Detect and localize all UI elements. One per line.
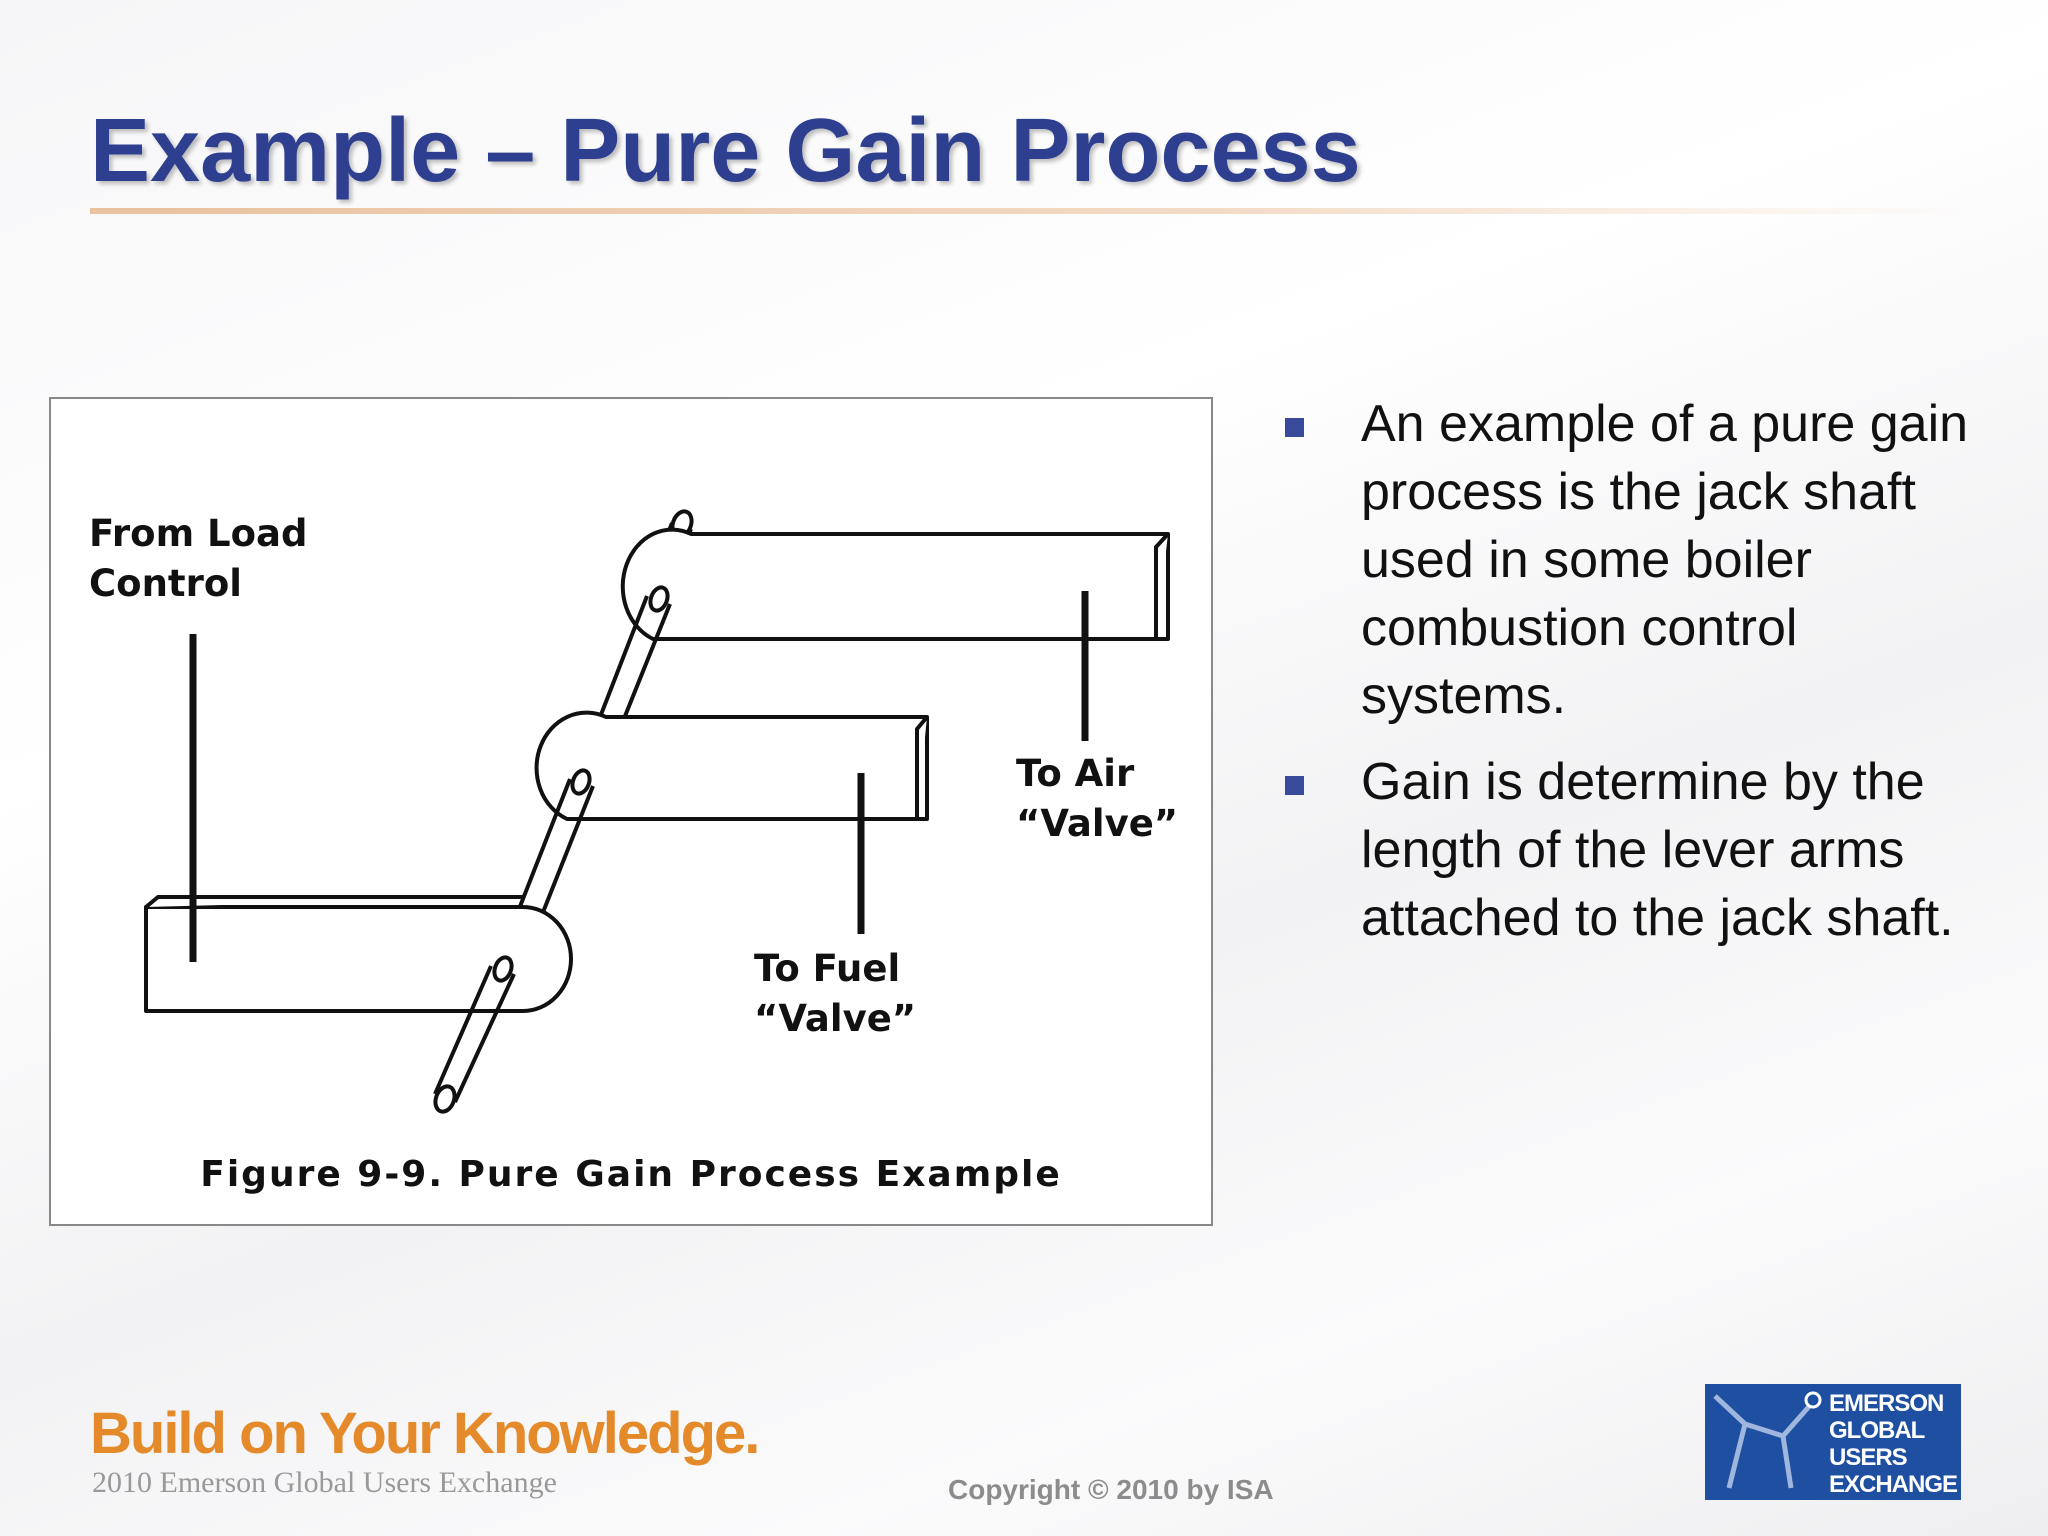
figure-panel: From Load Control To Air “Valve” To Fuel… [49, 397, 1213, 1226]
emerson-logo: EMERSON GLOBAL USERS EXCHANGE [1705, 1384, 1961, 1500]
bottom-lever-arm [144, 895, 573, 1013]
shaft-bottom-stub [433, 955, 516, 1114]
footer-tagline: Build on Your Knowledge. [90, 1401, 760, 1466]
logo-text: EMERSON GLOBAL USERS EXCHANGE [1829, 1390, 1958, 1498]
bullet-text: An example of a pure gain process is the… [1361, 395, 1969, 725]
square-bullet-icon [1285, 776, 1304, 795]
jack-shaft-diagram [144, 509, 1170, 1114]
top-lever-arm [620, 527, 1170, 641]
bullet-item: Gain is determine by the length of the l… [1285, 748, 1985, 952]
molecule-icon [1713, 1391, 1822, 1489]
slide-title: Example – Pure Gain Process [90, 101, 1361, 201]
bullet-list: An example of a pure gain process is the… [1285, 390, 1985, 970]
title-underline [90, 208, 1980, 214]
to-fuel-valve-label: To Fuel “Valve” [754, 947, 917, 1040]
bullet-item: An example of a pure gain process is the… [1285, 390, 1985, 730]
figure-caption: Figure 9-9. Pure Gain Process Example [200, 1154, 1062, 1195]
to-air-valve-label: To Air “Valve” [1016, 752, 1179, 845]
from-load-control-label: From Load Control [89, 512, 308, 605]
footer-subtitle: 2010 Emerson Global Users Exchange [92, 1466, 557, 1499]
copyright-notice: Copyright © 2010 by ISA [948, 1474, 1274, 1505]
square-bullet-icon [1285, 418, 1304, 437]
bullet-text: Gain is determine by the length of the l… [1361, 753, 1954, 947]
middle-lever-arm [534, 710, 929, 821]
